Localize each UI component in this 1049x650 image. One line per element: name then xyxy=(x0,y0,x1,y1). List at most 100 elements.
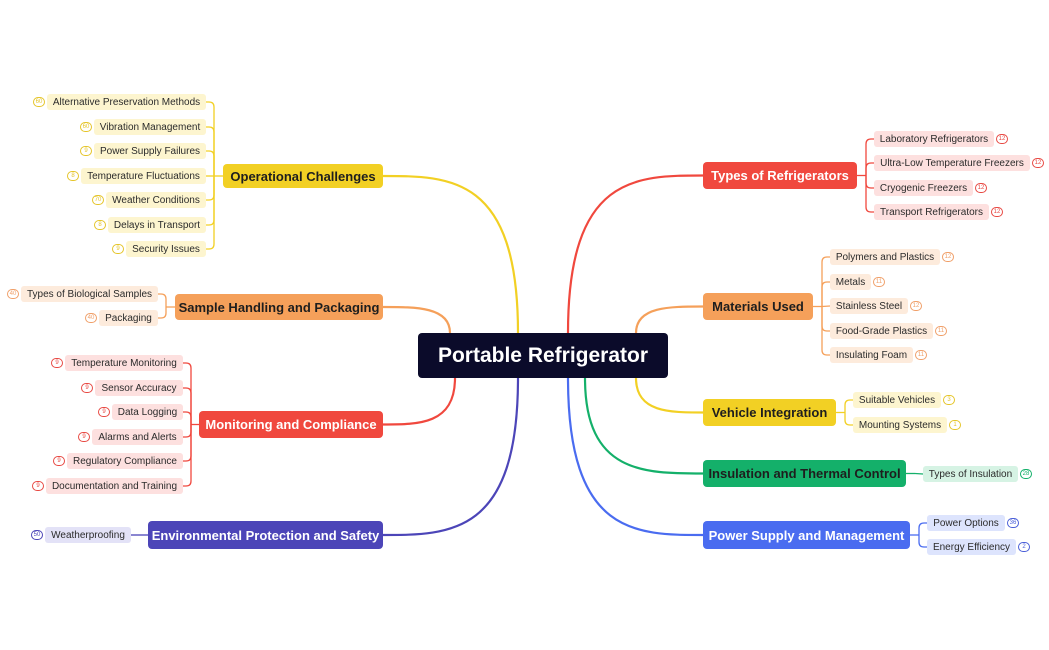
subtopic-food-grade-plastics[interactable]: Food-Grade Plastics xyxy=(830,323,933,339)
branch-vehicle-integration[interactable]: Vehicle Integration xyxy=(703,399,836,426)
subtopic-delays-in-transport[interactable]: Delays in Transport xyxy=(108,217,206,233)
main-connector-materials-used xyxy=(634,305,704,334)
count-badge[interactable]: 8 xyxy=(67,171,79,181)
count-badge[interactable]: 8 xyxy=(94,220,106,230)
subtopic-vibration-management[interactable]: Vibration Management xyxy=(94,119,206,135)
subtopic-insulating-foam[interactable]: Insulating Foam xyxy=(830,347,913,363)
subtopic-stainless-steel[interactable]: Stainless Steel xyxy=(830,298,908,314)
subtopic-label: Suitable Vehicles xyxy=(858,394,936,406)
subtopic-temperature-fluctuations[interactable]: Temperature Fluctuations xyxy=(81,168,206,184)
subtopic-label: Power Supply Failures xyxy=(99,145,201,157)
count-badge[interactable]: 9 xyxy=(81,383,93,393)
subtopic-transport-refrigerators[interactable]: Transport Refrigerators xyxy=(874,204,989,220)
subtopic-sensor-accuracy[interactable]: Sensor Accuracy xyxy=(95,380,183,396)
subtopic-label: Sensor Accuracy xyxy=(101,382,177,394)
count-badge[interactable]: 40 xyxy=(85,313,97,323)
leaf-connector xyxy=(206,176,215,201)
subtopic-label: Vibration Management xyxy=(99,121,201,133)
leaf-connector xyxy=(206,176,215,250)
subtopic-alternative-preservation-methods[interactable]: Alternative Preservation Methods xyxy=(47,94,206,110)
subtopic-label: Laboratory Refrigerators xyxy=(879,133,989,145)
subtopic-weather-conditions[interactable]: Weather Conditions xyxy=(106,192,206,208)
count-badge[interactable]: 11 xyxy=(935,326,947,336)
subtopic-suitable-vehicles[interactable]: Suitable Vehicles xyxy=(853,392,941,408)
leaf-connector xyxy=(183,387,192,425)
main-connector-operational-challenges xyxy=(382,174,520,334)
leaf-connector xyxy=(206,126,215,176)
branch-operational-challenges[interactable]: Operational Challenges xyxy=(223,164,383,188)
leaf-connector xyxy=(914,472,924,475)
leaf-connector xyxy=(183,424,192,487)
subtopic-power-options[interactable]: Power Options xyxy=(927,515,1005,531)
leaf-connector xyxy=(844,399,853,413)
count-badge[interactable]: 40 xyxy=(7,289,19,299)
root-topic-label: Portable Refrigerator xyxy=(437,343,649,367)
count-badge[interactable]: 9 xyxy=(80,146,92,156)
leaf-connector xyxy=(183,424,192,462)
subtopic-temperature-monitoring[interactable]: Temperature Monitoring xyxy=(65,355,183,371)
branch-types-of-refrigerators[interactable]: Types of Refrigerators xyxy=(703,162,857,189)
count-badge[interactable]: 60 xyxy=(33,97,45,107)
count-badge[interactable]: 3 xyxy=(943,395,955,405)
branch-monitoring-and-compliance[interactable]: Monitoring and Compliance xyxy=(199,411,383,438)
subtopic-types-of-biological-samples[interactable]: Types of Biological Samples xyxy=(21,286,158,302)
subtopic-label: Weather Conditions xyxy=(112,194,200,206)
subtopic-laboratory-refrigerators[interactable]: Laboratory Refrigerators xyxy=(874,131,994,147)
count-badge[interactable]: 60 xyxy=(80,122,92,132)
count-badge[interactable]: 11 xyxy=(915,350,927,360)
count-badge[interactable]: 12 xyxy=(991,207,1003,217)
subtopic-cryogenic-freezers[interactable]: Cryogenic Freezers xyxy=(874,180,973,196)
count-badge[interactable]: 12 xyxy=(910,301,922,311)
leaf-connector xyxy=(158,293,167,307)
count-badge[interactable]: 9 xyxy=(78,432,90,442)
subtopic-polymers-and-plastics[interactable]: Polymers and Plastics xyxy=(830,249,940,265)
subtopic-power-supply-failures[interactable]: Power Supply Failures xyxy=(94,143,206,159)
count-badge[interactable]: 9 xyxy=(98,407,110,417)
subtopic-regulatory-compliance[interactable]: Regulatory Compliance xyxy=(67,453,183,469)
count-badge[interactable]: 12 xyxy=(975,183,987,193)
branch-power-supply-and-management[interactable]: Power Supply and Management xyxy=(703,521,910,549)
subtopic-alarms-and-alerts[interactable]: Alarms and Alerts xyxy=(92,429,183,445)
leaf-connector xyxy=(206,101,215,176)
count-badge[interactable]: 9 xyxy=(32,481,44,491)
leaf-connector xyxy=(821,281,830,307)
subtopic-mounting-systems[interactable]: Mounting Systems xyxy=(853,417,947,433)
leaf-connector xyxy=(183,424,192,438)
leaf-connector xyxy=(183,362,192,425)
root-topic[interactable]: Portable Refrigerator xyxy=(418,333,668,378)
count-badge[interactable]: 70 xyxy=(92,195,104,205)
subtopic-label: Alternative Preservation Methods xyxy=(52,96,201,108)
count-badge[interactable]: 9 xyxy=(112,244,124,254)
branch-environmental-protection-and-safety[interactable]: Environmental Protection and Safety xyxy=(148,521,383,549)
subtopic-energy-efficiency[interactable]: Energy Efficiency xyxy=(927,539,1016,555)
subtopic-label: Stainless Steel xyxy=(835,300,903,312)
subtopic-types-of-insulation[interactable]: Types of Insulation xyxy=(923,466,1018,482)
subtopic-ultra-low-temperature-freezers[interactable]: Ultra-Low Temperature Freezers xyxy=(874,155,1030,171)
count-badge[interactable]: 50 xyxy=(31,530,43,540)
subtopic-packaging[interactable]: Packaging xyxy=(99,310,158,326)
count-badge[interactable]: 12 xyxy=(996,134,1008,144)
leaf-connector xyxy=(821,305,831,308)
subtopic-metals[interactable]: Metals xyxy=(830,274,871,290)
count-badge[interactable]: 1 xyxy=(949,420,961,430)
subtopic-documentation-and-training[interactable]: Documentation and Training xyxy=(46,478,183,494)
leaf-connector xyxy=(865,162,874,176)
branch-insulation-and-thermal-control[interactable]: Insulation and Thermal Control xyxy=(703,460,906,487)
subtopic-security-issues[interactable]: Security Issues xyxy=(126,241,206,257)
count-badge[interactable]: 9 xyxy=(53,456,65,466)
count-badge[interactable]: 36 xyxy=(1007,518,1019,528)
count-badge[interactable]: 28 xyxy=(1020,469,1032,479)
subtopic-label: Temperature Fluctuations xyxy=(87,170,200,182)
count-badge[interactable]: 12 xyxy=(1032,158,1044,168)
subtopic-label: Mounting Systems xyxy=(858,419,942,431)
branch-sample-handling-and-packaging[interactable]: Sample Handling and Packaging xyxy=(175,294,383,320)
count-badge[interactable]: 11 xyxy=(873,277,885,287)
subtopic-data-logging[interactable]: Data Logging xyxy=(112,404,183,420)
count-badge[interactable]: 12 xyxy=(942,252,954,262)
count-badge[interactable]: 2 xyxy=(1018,542,1030,552)
subtopic-weatherproofing[interactable]: Weatherproofing xyxy=(45,527,131,543)
subtopic-label: Regulatory Compliance xyxy=(73,455,177,467)
count-badge[interactable]: 9 xyxy=(51,358,63,368)
branch-materials-used[interactable]: Materials Used xyxy=(703,293,813,320)
